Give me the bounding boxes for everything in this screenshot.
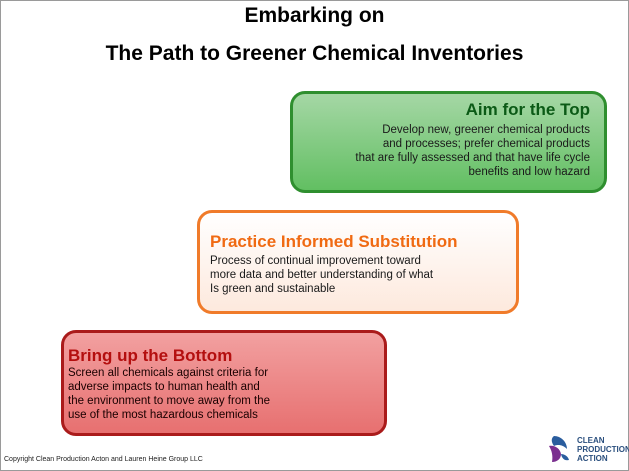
tier-middle-heading: Practice Informed Substitution: [210, 232, 458, 251]
tier-bottom-line: use of the most hazardous chemicals: [68, 409, 258, 421]
tier-bottom-heading: Bring up the Bottom: [68, 346, 233, 365]
tier-top-line: benefits and low hazard: [468, 166, 590, 178]
logo-line2: PRODUCTION: [577, 445, 629, 454]
leaf-logo-icon: [549, 436, 569, 462]
tier-middle-body: Process of continual improvement toward …: [210, 254, 433, 296]
slide-title-line1: Embarking on: [244, 4, 385, 27]
logo-wordmark: CLEAN PRODUCTION ACTION: [577, 436, 629, 463]
tier-top-box: Aim for the Top Develop new, greener che…: [290, 91, 607, 193]
logo-line1: CLEAN: [577, 436, 605, 445]
tier-middle-line: Process of continual improvement toward: [210, 255, 421, 267]
tier-middle-line: Is green and sustainable: [210, 283, 336, 295]
tier-top-line: Develop new, greener chemical products: [382, 124, 590, 136]
tier-bottom-line: the environment to move away from the: [68, 395, 270, 407]
tier-top-body: Develop new, greener chemical products a…: [355, 123, 590, 179]
copyright-text: Copyright Clean Production Acton and Lau…: [4, 456, 203, 463]
tier-bottom-line: adverse impacts to human health and: [68, 381, 260, 393]
tier-bottom-line: Screen all chemicals against criteria fo…: [68, 367, 269, 379]
logo-line3: ACTION: [577, 454, 608, 463]
tier-top-heading: Aim for the Top: [465, 100, 590, 119]
slide-title-line2: The Path to Greener Chemical Inventories: [105, 42, 524, 65]
clean-production-action-logo: CLEAN PRODUCTION ACTION: [541, 430, 629, 470]
tier-middle-line: more data and better understanding of wh…: [210, 269, 434, 281]
tier-top-line: that are fully assessed and that have li…: [355, 152, 590, 164]
tier-top-line: and processes; prefer chemical products: [382, 138, 590, 150]
tier-middle-box: Practice Informed Substitution Process o…: [197, 210, 519, 314]
tier-bottom-box: Bring up the Bottom Screen all chemicals…: [61, 330, 387, 436]
tier-bottom-body: Screen all chemicals against criteria fo…: [68, 366, 270, 422]
